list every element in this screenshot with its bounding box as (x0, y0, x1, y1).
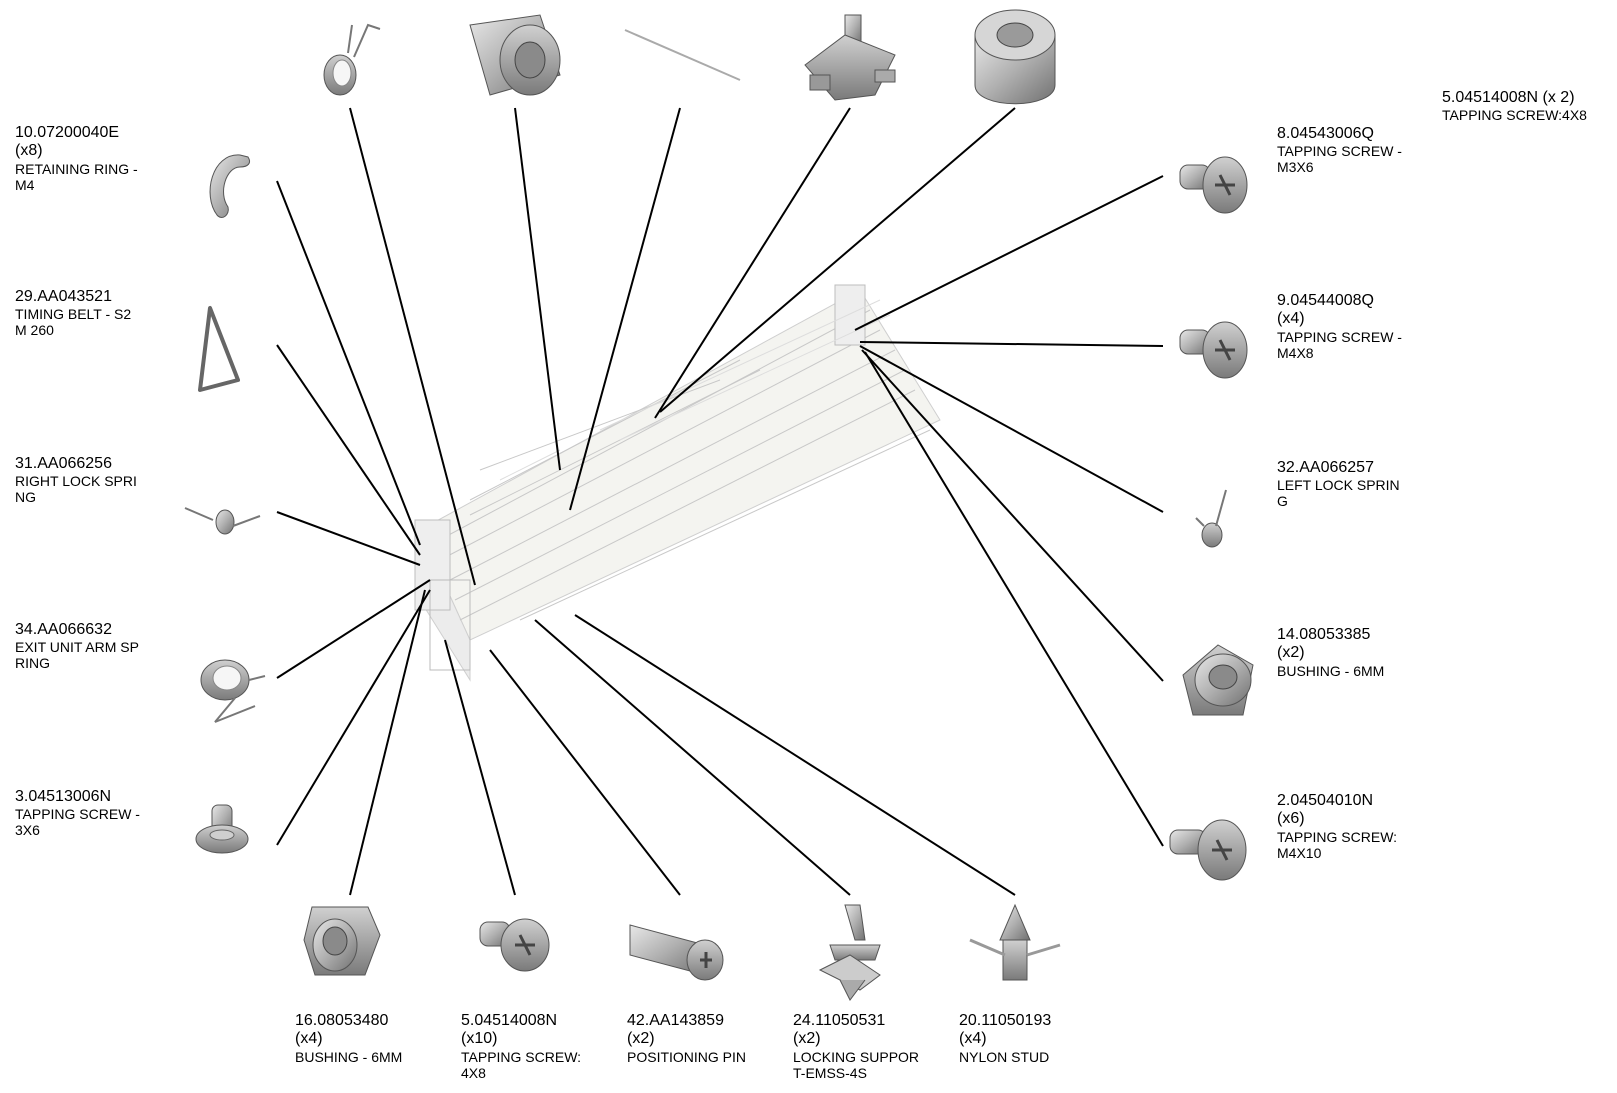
part-quantity: (x4) (295, 1030, 323, 1048)
part-quantity: (x4) (959, 1030, 987, 1048)
part-number: 32.AA066257 (1277, 459, 1374, 476)
part-description-cont: M4X8 (1277, 344, 1314, 361)
printer-assembly (414, 284, 941, 682)
lock-spring-icon (184, 507, 261, 535)
part-label-5-bottom: 5.04514008N (x10) TAPPING SCREW: 4X8 (461, 1012, 581, 1081)
part-label-31: 31.AA066256 RIGHT LOCK SPRI NG (15, 455, 137, 506)
part-description-cont: M3X6 (1277, 159, 1314, 176)
part-description: TAPPING SCREW - (15, 806, 140, 823)
part-quantity: (x8) (15, 142, 43, 160)
part-label-8: 8.04543006Q TAPPING SCREW - M3X6 (1277, 125, 1402, 176)
part-number: 5.04514008N (461, 1012, 558, 1029)
part-number: 24.11050531 (793, 1012, 886, 1029)
leader-lines (276, 107, 1164, 896)
part-quantity: (x2) (793, 1030, 821, 1048)
part-quantity: (x10) (461, 1030, 498, 1048)
timing-belt-icon (198, 306, 240, 392)
part-label-16: 16.08053480 (x4) BUSHING - 6MM (295, 1012, 402, 1065)
part-number: 20.11050193 (959, 1012, 1052, 1029)
bushing-icon (303, 906, 381, 976)
spring-icon (323, 23, 381, 96)
part-description: TAPPING SCREW: (1277, 828, 1398, 845)
tapping-screw-icon (1179, 156, 1248, 214)
arm-spring-icon (200, 659, 266, 723)
tapping-screw-icon (479, 918, 550, 972)
locking-support-icon (818, 904, 881, 1001)
part-description: LEFT LOCK SPRIN (1277, 477, 1400, 494)
part-label-32: 32.AA066257 LEFT LOCK SPRIN G (1277, 459, 1400, 510)
tapping-screw-icon (1179, 321, 1248, 379)
part-label-10: 10.07200040E (x8) RETAINING RING - M4 (15, 124, 138, 193)
part-description-cont: M4 (15, 176, 35, 193)
part-description: BUSHING - 6MM (295, 1048, 403, 1065)
part-label-5-top: 5.04514008N (x 2) TAPPING SCREW:4X8 (1442, 89, 1587, 123)
part-number: 8.04543006Q (1277, 125, 1374, 142)
part-number: 9.04544008Q (1277, 292, 1374, 309)
part-description: NYLON STUD (959, 1048, 1050, 1065)
part-number: 10.07200040E (15, 124, 120, 141)
positioning-pin-icon (629, 924, 724, 981)
part-label-2: 2.04504010N (x6) TAPPING SCREW: M4X10 (1277, 792, 1397, 861)
part-number: 5.04514008N (x 2) (1442, 89, 1575, 106)
part-description-cont: G (1277, 493, 1288, 510)
part-quantity: (x2) (627, 1030, 655, 1048)
part-description: RIGHT LOCK SPRI (15, 473, 137, 490)
rod-icon (624, 29, 741, 81)
tapping-screw-icon (195, 804, 249, 854)
part-description: TAPPING SCREW:4X8 (1442, 107, 1587, 124)
part-description-cont: NG (15, 489, 36, 506)
part-description: TIMING BELT - S2 (15, 306, 132, 323)
part-quantity: (x6) (1277, 810, 1305, 828)
part-number: 31.AA066256 (15, 455, 112, 472)
part-description: TAPPING SCREW - (1277, 328, 1402, 345)
part-label-9: 9.04544008Q (x4) TAPPING SCREW - M4X8 (1277, 292, 1402, 361)
part-label-29: 29.AA043521 TIMING BELT - S2 M 260 (15, 288, 131, 339)
part-number: 2.04504010N (1277, 792, 1374, 809)
part-description-cont: RING (15, 655, 50, 672)
part-label-24: 24.11050531 (x2) LOCKING SUPPOR T-EMSS-4… (793, 1012, 919, 1081)
part-description: EXIT UNIT ARM SP (15, 639, 139, 656)
bushing-icon (469, 14, 561, 96)
part-quantity: (x4) (1277, 310, 1305, 328)
part-description-cont: M 260 (15, 322, 54, 339)
nylon-stud-icon (969, 903, 1061, 981)
gear-bracket-icon (804, 14, 896, 101)
part-number: 16.08053480 (295, 1012, 389, 1029)
part-description-cont: 4X8 (461, 1064, 486, 1081)
part-description: TAPPING SCREW - (1277, 143, 1402, 160)
part-description: POSITIONING PIN (627, 1048, 747, 1065)
part-label-3: 3.04513006N TAPPING SCREW - 3X6 (15, 788, 140, 839)
part-label-42: 42.AA143859 (x2) POSITIONING PIN (627, 1012, 746, 1065)
part-number: 34.AA066632 (15, 621, 112, 638)
part-description: RETAINING RING - (15, 160, 138, 177)
part-number: 14.08053385 (1277, 626, 1371, 643)
part-description: BUSHING - 6MM (1277, 662, 1385, 679)
part-number: 42.AA143859 (627, 1012, 724, 1029)
bushing-icon (1182, 644, 1254, 716)
retaining-ring-icon (209, 154, 251, 218)
part-label-20: 20.11050193 (x4) NYLON STUD (959, 1012, 1051, 1065)
part-label-14: 14.08053385 (x2) BUSHING - 6MM (1277, 626, 1384, 679)
tapping-screw-icon (1169, 819, 1247, 881)
part-description: TAPPING SCREW: (461, 1048, 582, 1065)
part-description: LOCKING SUPPOR (793, 1048, 920, 1065)
part-quantity: (x2) (1277, 644, 1305, 662)
part-description-cont: T-EMSS-4S (793, 1064, 867, 1081)
part-label-34: 34.AA066632 EXIT UNIT ARM SP RING (15, 621, 139, 672)
part-description-cont: 3X6 (15, 822, 40, 839)
part-number: 3.04513006N (15, 788, 112, 805)
lock-spring-icon (1195, 489, 1227, 548)
part-description-cont: M4X10 (1277, 844, 1322, 861)
part-number: 29.AA043521 (15, 288, 112, 305)
cylinder-icon (974, 9, 1056, 105)
